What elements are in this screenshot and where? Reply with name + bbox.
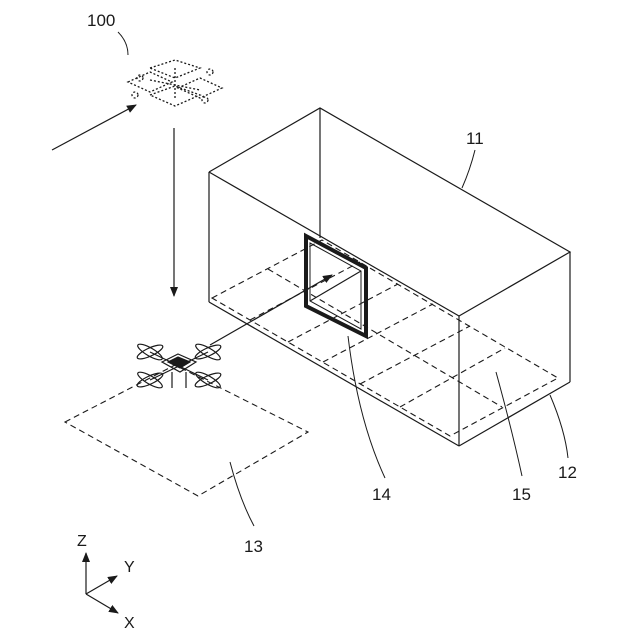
leader-100: [118, 32, 128, 55]
label-12: 12: [558, 463, 577, 482]
leader-15: [496, 372, 522, 476]
leader-11: [462, 150, 475, 188]
leader-12: [550, 395, 568, 458]
label-14: 14: [372, 485, 391, 504]
axis-label-z: Z: [77, 533, 87, 550]
label-11: 11: [466, 129, 484, 148]
leader-14: [348, 336, 385, 478]
label-13: 13: [244, 537, 263, 556]
axis-label-x: X: [124, 615, 135, 632]
enclosure-box: [209, 108, 570, 446]
axis-label-y: Y: [124, 559, 135, 576]
floor-area: [212, 240, 558, 436]
leader-13: [230, 462, 254, 526]
drone-top-icon: [128, 60, 222, 106]
label-15: 15: [512, 485, 531, 504]
drone-icon: [136, 342, 223, 391]
coordinate-axes: [86, 553, 118, 613]
approach-arrow: [52, 105, 136, 150]
label-100: 100: [87, 11, 115, 30]
